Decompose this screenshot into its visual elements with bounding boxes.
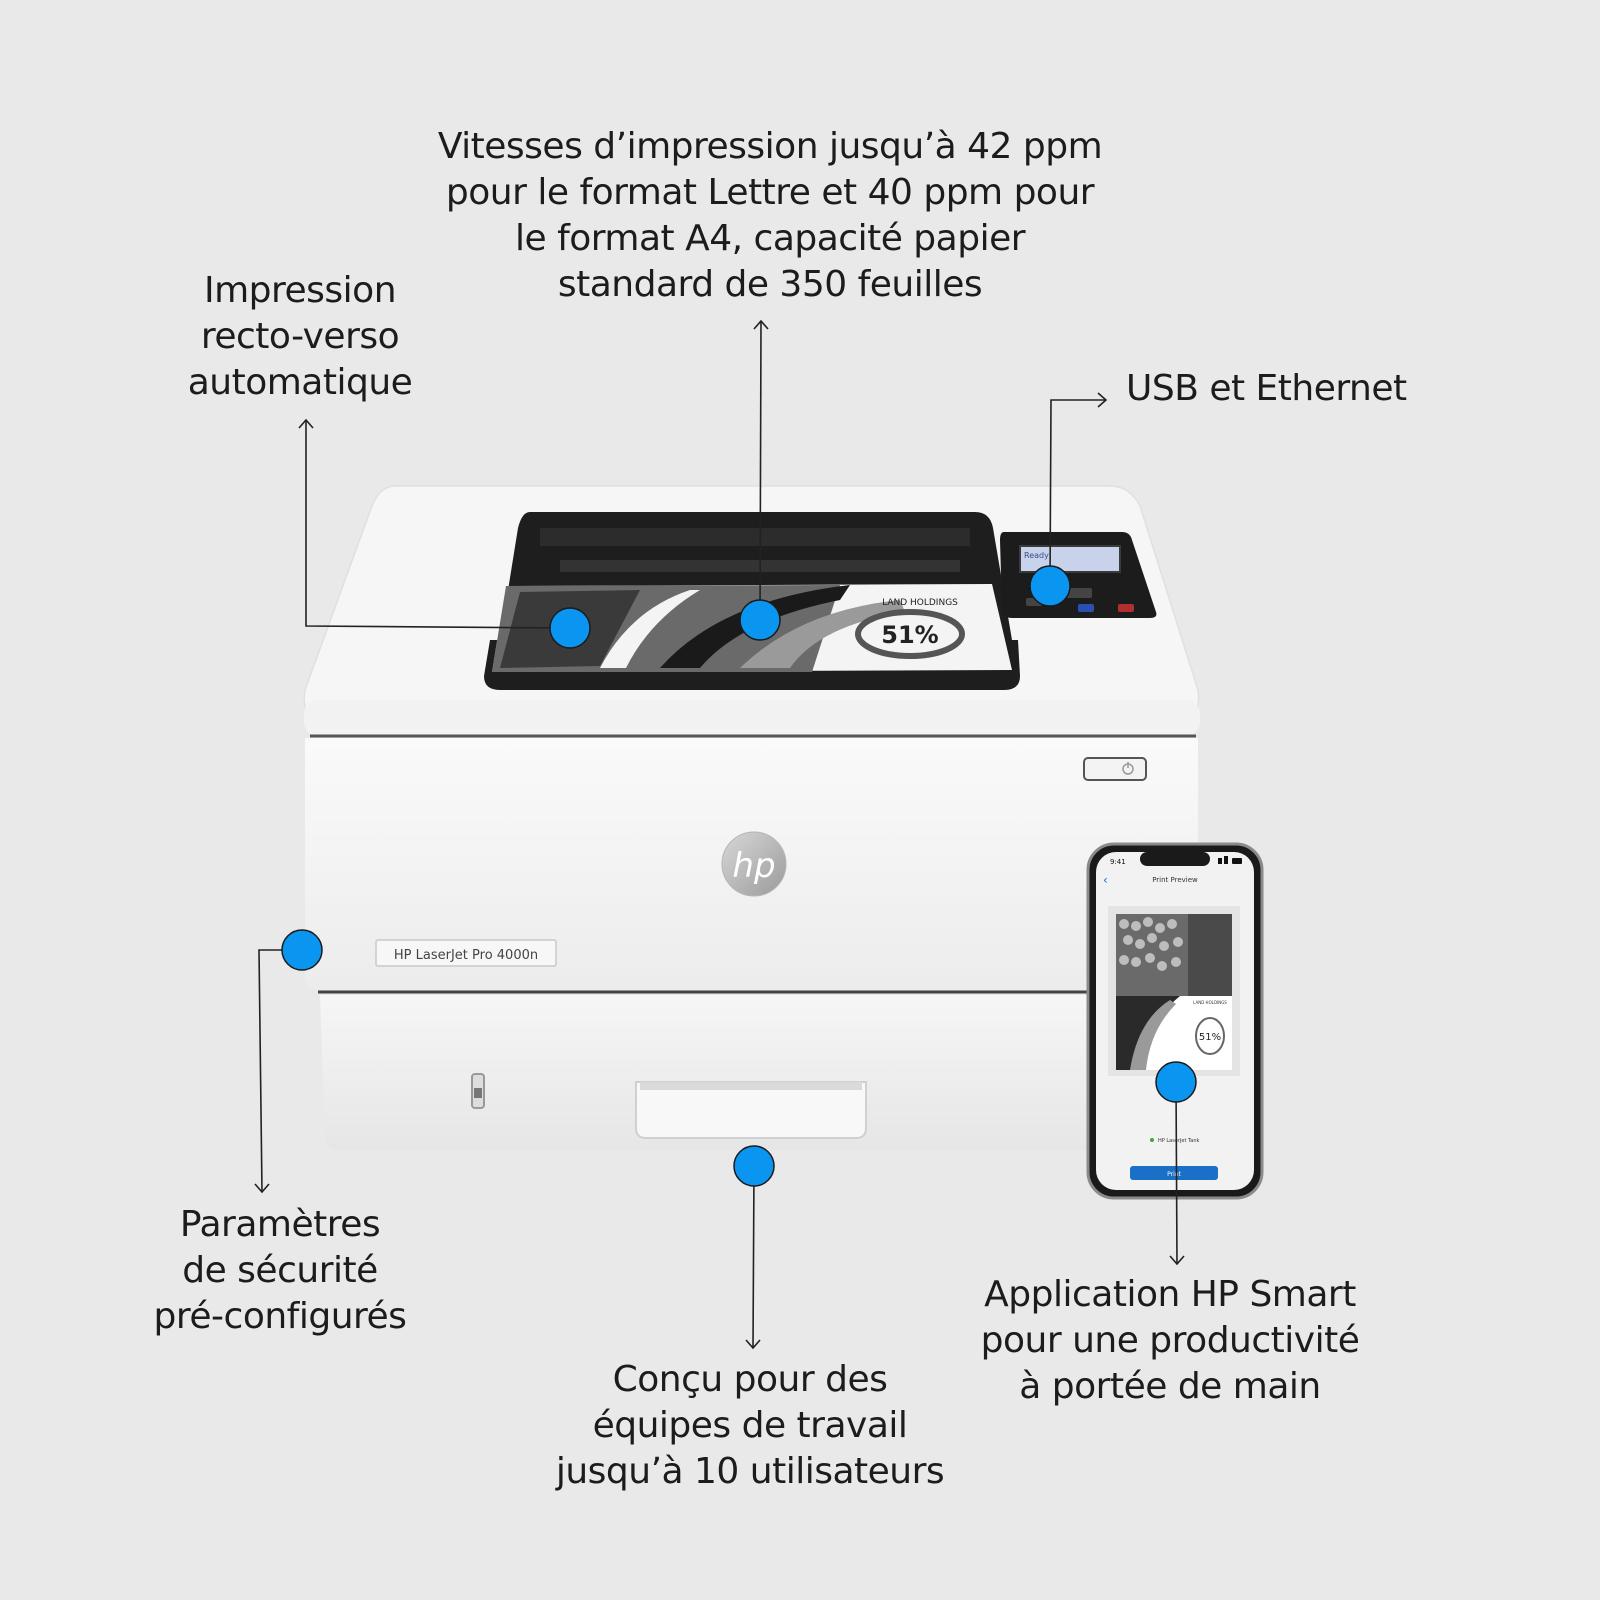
- lcd-text: Ready: [1024, 551, 1049, 560]
- preview-percent: 51%: [1199, 1032, 1221, 1043]
- status-icons: [1218, 856, 1242, 864]
- hotspot-duplex[interactable]: [549, 607, 591, 649]
- callout-print-speed: Vitesses d’impression jusqu’à 42 ppm pou…: [437, 126, 1103, 305]
- page-heading: LAND HOLDINGS: [882, 598, 958, 608]
- phone-print-button-label: Print: [1167, 1171, 1181, 1178]
- screen-title: Print Preview: [1152, 876, 1198, 884]
- back-chevron-icon[interactable]: ‹: [1103, 873, 1108, 887]
- preview-heading: LAND HOLDINGS: [1193, 1000, 1227, 1005]
- hotspot-usb-ethernet[interactable]: [1029, 565, 1071, 607]
- phone-print-button[interactable]: [1130, 1166, 1218, 1180]
- svg-text:hp: hp: [732, 846, 775, 886]
- model-label-plate: [375, 939, 557, 967]
- callout-hp-smart-app: Application HP Smart pour une productivi…: [980, 1274, 1360, 1407]
- power-icon: [1122, 762, 1134, 775]
- lcd-display: [1019, 545, 1121, 573]
- hotspot-team-size[interactable]: [733, 1145, 775, 1187]
- panel-button-ok[interactable]: [1066, 588, 1092, 598]
- power-button[interactable]: [1083, 757, 1147, 781]
- hotspot-hp-smart-app[interactable]: [1155, 1061, 1197, 1103]
- model-label: HP LaserJet Pro 4000n: [394, 948, 538, 963]
- control-panel: Ready: [1000, 532, 1157, 618]
- phone-notch: [1140, 852, 1210, 866]
- callout-team-size: Conçu pour des équipes de travail jusqu’…: [555, 1359, 945, 1492]
- phone-time: 9:41: [1110, 858, 1126, 866]
- printer-name[interactable]: HP LaserJet Tank: [1158, 1138, 1200, 1144]
- smartphone: 9:41 ‹ Print Preview LAND HOLDINGS 51% H…: [1086, 842, 1264, 1200]
- callout-duplex: Impression recto-verso automatique: [187, 270, 413, 403]
- printer-status-dot-icon: [1150, 1138, 1154, 1142]
- callout-usb-ethernet: USB et Ethernet: [1126, 368, 1407, 409]
- callout-security: Paramètres de sécurité pré-configurés: [153, 1204, 407, 1337]
- hotspot-security[interactable]: [281, 929, 323, 971]
- page-percent: 51%: [881, 621, 938, 649]
- hotspots: [281, 565, 1197, 1187]
- hotspot-print-speed[interactable]: [739, 599, 781, 641]
- panel-button-info[interactable]: [1078, 604, 1094, 612]
- hp-logo-icon: hp: [721, 831, 787, 897]
- panel-button-cancel[interactable]: [1118, 604, 1134, 612]
